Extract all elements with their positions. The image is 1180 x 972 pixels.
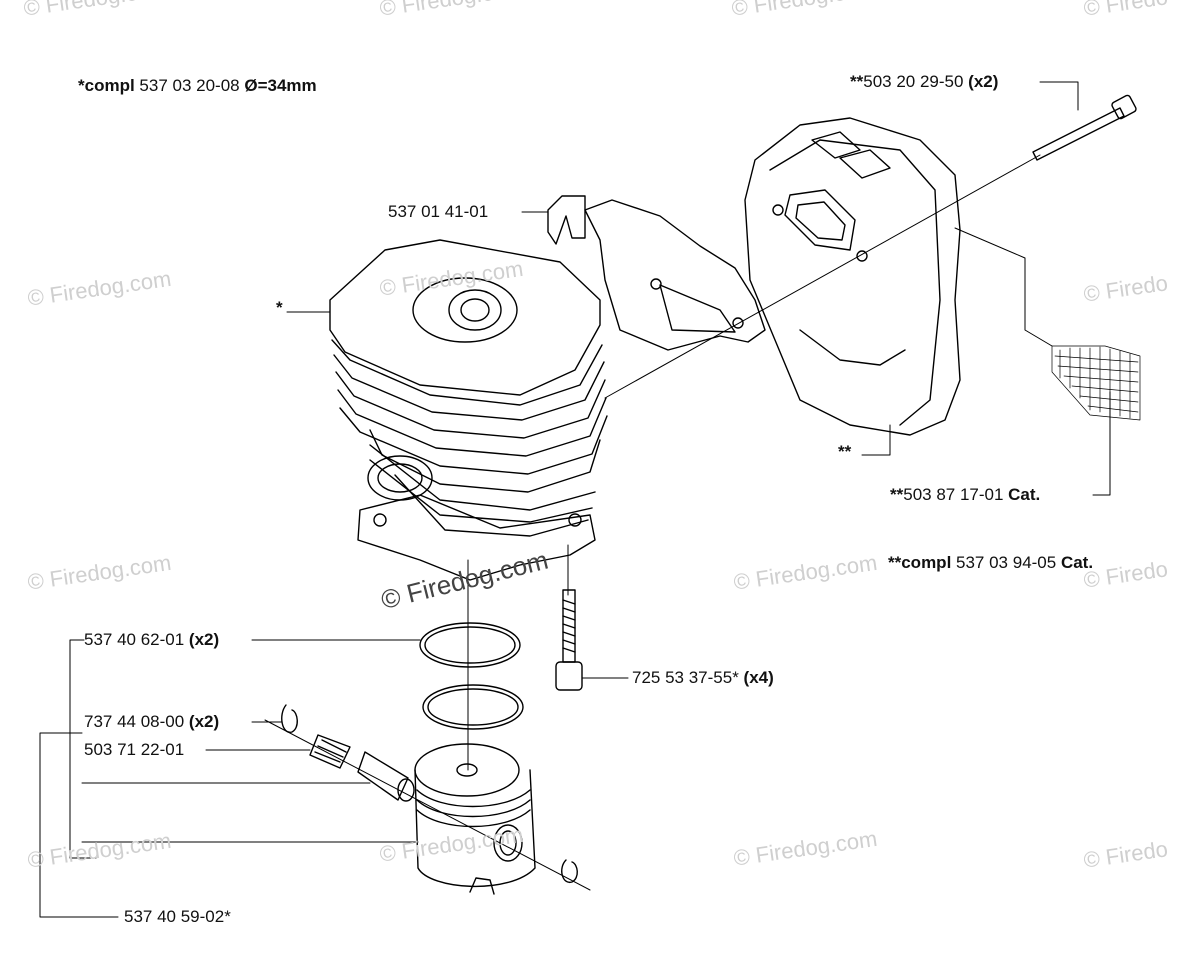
label-circlips: 737 44 08-00 (x2) bbox=[84, 712, 219, 732]
leader-lines bbox=[39, 81, 1111, 918]
part-number: 537 40 59-02* bbox=[124, 907, 231, 926]
label-prefix: ** bbox=[850, 72, 864, 91]
base-bolt bbox=[555, 589, 583, 691]
label-piston-compl: 537 40 59-02* bbox=[124, 907, 231, 927]
part-number: 503 20 29-50 bbox=[863, 72, 969, 91]
part-number: 737 44 08-00 bbox=[84, 712, 189, 731]
label-suffix: Cat. bbox=[1008, 485, 1041, 504]
label-bracket: 537 01 41-01 bbox=[388, 202, 488, 222]
label-prefix: *compl bbox=[78, 76, 135, 95]
label-muffler-compl: **compl 537 03 94-05 Cat. bbox=[888, 553, 1093, 573]
part-number: 725 53 37-55* bbox=[632, 668, 744, 687]
part-number: 537 03 94-05 bbox=[951, 553, 1061, 572]
label-qty: (x4) bbox=[743, 668, 774, 687]
label-cylinder-star: * bbox=[276, 298, 283, 318]
circlip-right bbox=[561, 859, 578, 883]
cylinder bbox=[329, 239, 608, 581]
label-suffix: Ø=34mm bbox=[244, 76, 317, 95]
part-number: 537 03 20-08 bbox=[134, 76, 245, 95]
muffler bbox=[744, 117, 961, 436]
label-qty: (x2) bbox=[968, 72, 999, 91]
label-muffler-star: ** bbox=[838, 442, 851, 462]
label-screen: **503 87 17-01 Cat. bbox=[890, 485, 1040, 505]
part-number: 537 01 41-01 bbox=[388, 202, 489, 221]
circlip-left bbox=[281, 704, 298, 733]
label-qty: (x2) bbox=[188, 712, 220, 731]
needle-bearing bbox=[309, 734, 351, 769]
label-long-bolt: **503 20 29-50 (x2) bbox=[850, 72, 998, 92]
part-number: 503 87 17-01 bbox=[903, 485, 1009, 504]
spark-screen bbox=[1051, 345, 1141, 421]
part-number: 537 40 62-01 bbox=[84, 630, 189, 649]
label-marker: * bbox=[276, 298, 283, 317]
heat-shield-bracket bbox=[547, 195, 766, 351]
piston-pin bbox=[357, 751, 415, 802]
axis-lines bbox=[264, 154, 1041, 891]
label-rings: 537 40 62-01 (x2) bbox=[84, 630, 219, 650]
piston bbox=[414, 743, 536, 895]
part-number: 503 71 22-01 bbox=[84, 740, 185, 759]
label-base-bolt: 725 53 37-55* (x4) bbox=[632, 668, 774, 688]
piston-rings bbox=[419, 622, 524, 730]
long-bolt bbox=[1032, 94, 1137, 161]
label-bearing: 503 71 22-01 bbox=[84, 740, 184, 760]
label-qty: (x2) bbox=[188, 630, 220, 649]
label-suffix: Cat. bbox=[1060, 553, 1094, 572]
label-prefix: ** bbox=[890, 485, 904, 504]
label-cylinder-compl: *compl 537 03 20-08 Ø=34mm bbox=[78, 76, 317, 96]
label-marker: ** bbox=[838, 442, 852, 461]
label-prefix: **compl bbox=[888, 553, 952, 572]
